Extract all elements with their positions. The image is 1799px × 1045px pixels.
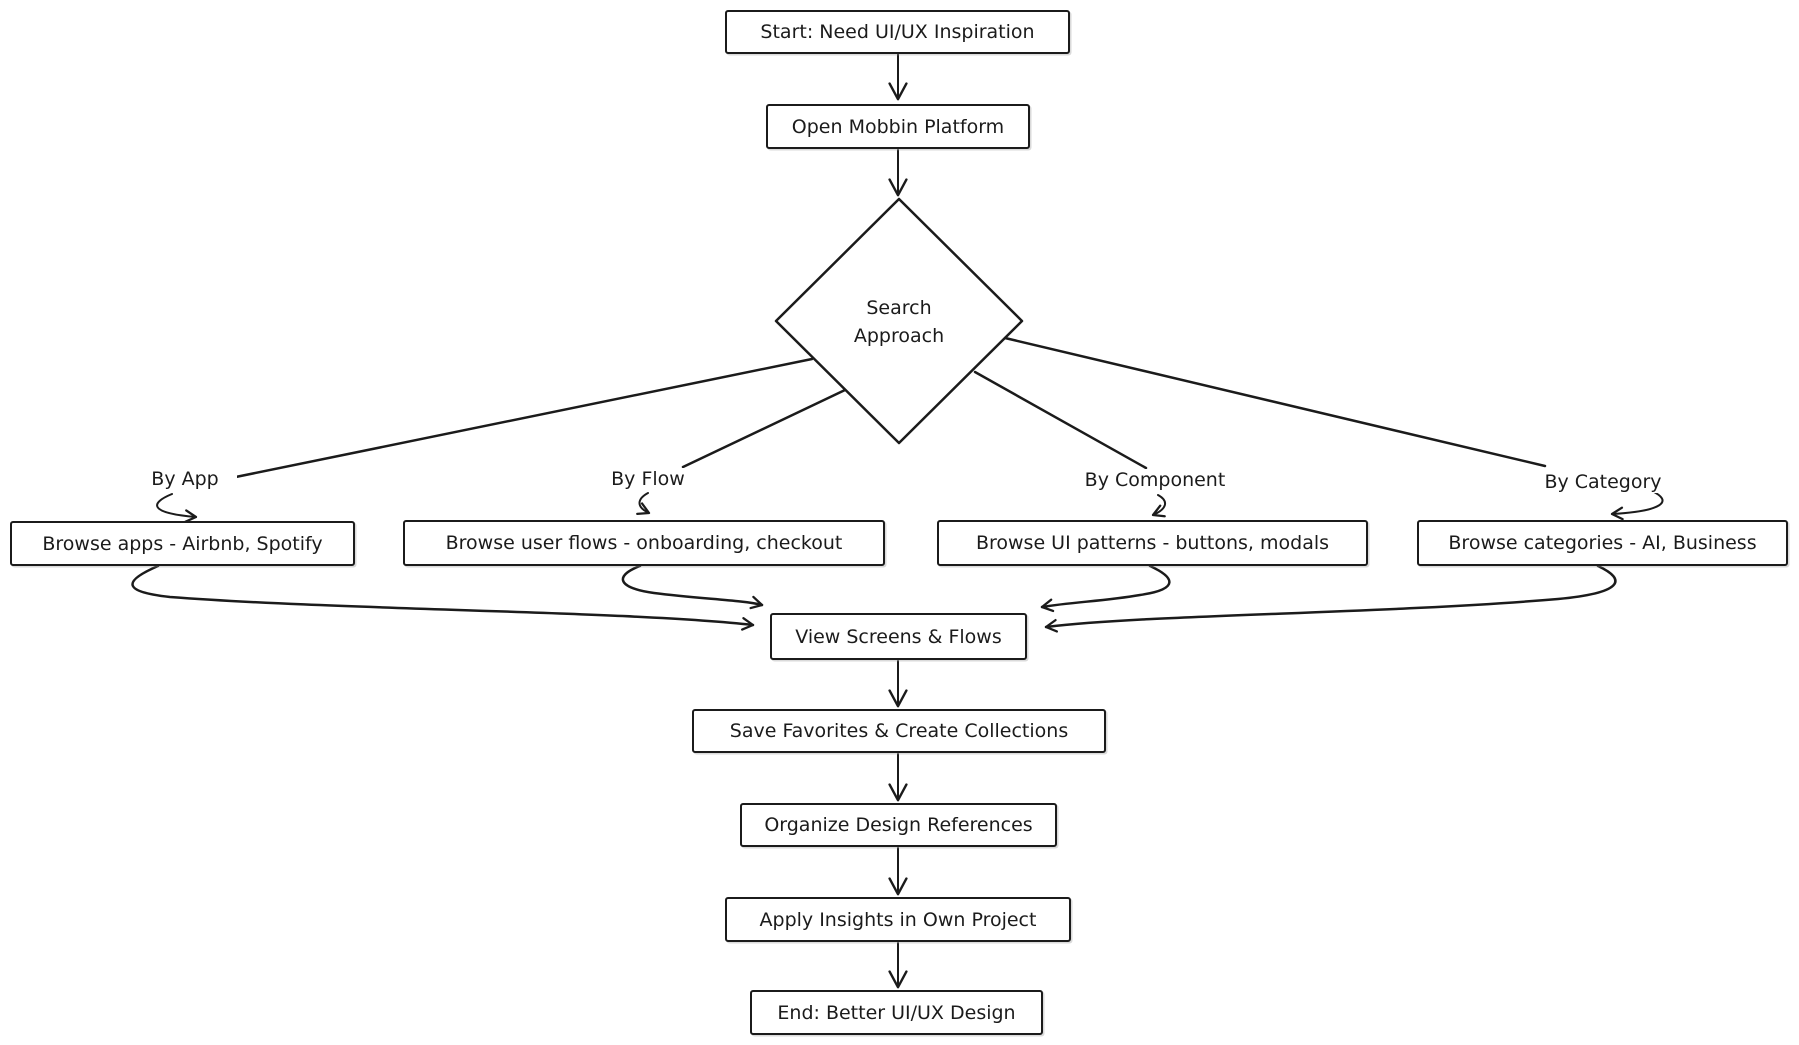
edge-label-by-flow-text: By Flow bbox=[611, 468, 685, 490]
decision-diamond-shape bbox=[774, 197, 1024, 445]
node-end: End: Better UI/UX Design bbox=[750, 990, 1043, 1035]
edge-label-by-app: By App bbox=[133, 468, 237, 490]
edge-by-app-to-box bbox=[156, 493, 198, 523]
edge-diamond-to-by-category bbox=[1003, 336, 1547, 468]
node-organize-references-label: Organize Design References bbox=[764, 814, 1033, 836]
node-apply-insights: Apply Insights in Own Project bbox=[725, 897, 1071, 942]
edge-apps-to-view bbox=[131, 564, 755, 631]
node-organize-references: Organize Design References bbox=[740, 803, 1057, 847]
edge-label-by-category: By Category bbox=[1526, 471, 1680, 493]
node-view-screens-flows-label: View Screens & Flows bbox=[795, 625, 1002, 648]
edge-by-category-to-box bbox=[1610, 490, 1664, 521]
edge-diamond-to-by-component bbox=[973, 370, 1148, 470]
node-save-favorites: Save Favorites & Create Collections bbox=[692, 709, 1106, 753]
edge-by-flow-to-box bbox=[636, 492, 651, 516]
node-browse-apps: Browse apps - Airbnb, Spotify bbox=[10, 521, 355, 566]
node-search-approach: Search Approach bbox=[799, 292, 999, 352]
node-start-label: Start: Need UI/UX Inspiration bbox=[760, 21, 1035, 43]
node-browse-categories-label: Browse categories - AI, Business bbox=[1448, 532, 1757, 554]
node-save-favorites-label: Save Favorites & Create Collections bbox=[729, 720, 1069, 742]
node-open-mobbin-platform: Open Mobbin Platform bbox=[766, 104, 1030, 149]
edge-label-by-component-text: By Component bbox=[1084, 469, 1226, 491]
edge-patterns-to-view bbox=[1040, 564, 1171, 613]
node-start: Start: Need UI/UX Inspiration bbox=[725, 10, 1070, 54]
node-browse-user-flows: Browse user flows - onboarding, checkout bbox=[403, 520, 885, 566]
node-apply-insights-label: Apply Insights in Own Project bbox=[759, 908, 1037, 931]
edge-categories-to-view bbox=[1044, 564, 1617, 633]
node-browse-user-flows-label: Browse user flows - onboarding, checkout bbox=[445, 532, 843, 554]
edge-label-by-app-text: By App bbox=[151, 468, 219, 490]
node-browse-ui-patterns-label: Browse UI patterns - buttons, modals bbox=[975, 532, 1330, 554]
edge-by-component-to-box bbox=[1151, 494, 1166, 518]
node-view-screens-flows: View Screens & Flows bbox=[770, 613, 1027, 660]
edge-diamond-to-by-app bbox=[219, 357, 814, 482]
node-search-approach-label: Search Approach bbox=[853, 297, 945, 347]
edge-label-by-flow: By Flow bbox=[596, 468, 700, 490]
node-open-mobbin-platform-label: Open Mobbin Platform bbox=[791, 115, 1005, 138]
node-browse-categories: Browse categories - AI, Business bbox=[1417, 520, 1788, 566]
edge-label-by-category-text: By Category bbox=[1544, 471, 1662, 493]
node-end-label: End: Better UI/UX Design bbox=[777, 1001, 1016, 1024]
edge-label-by-component: By Component bbox=[1078, 469, 1232, 491]
node-browse-apps-label: Browse apps - Airbnb, Spotify bbox=[42, 532, 323, 555]
edge-diamond-to-by-flow bbox=[681, 388, 847, 469]
edge-flows-to-view bbox=[621, 564, 764, 610]
node-browse-ui-patterns: Browse UI patterns - buttons, modals bbox=[937, 520, 1368, 566]
